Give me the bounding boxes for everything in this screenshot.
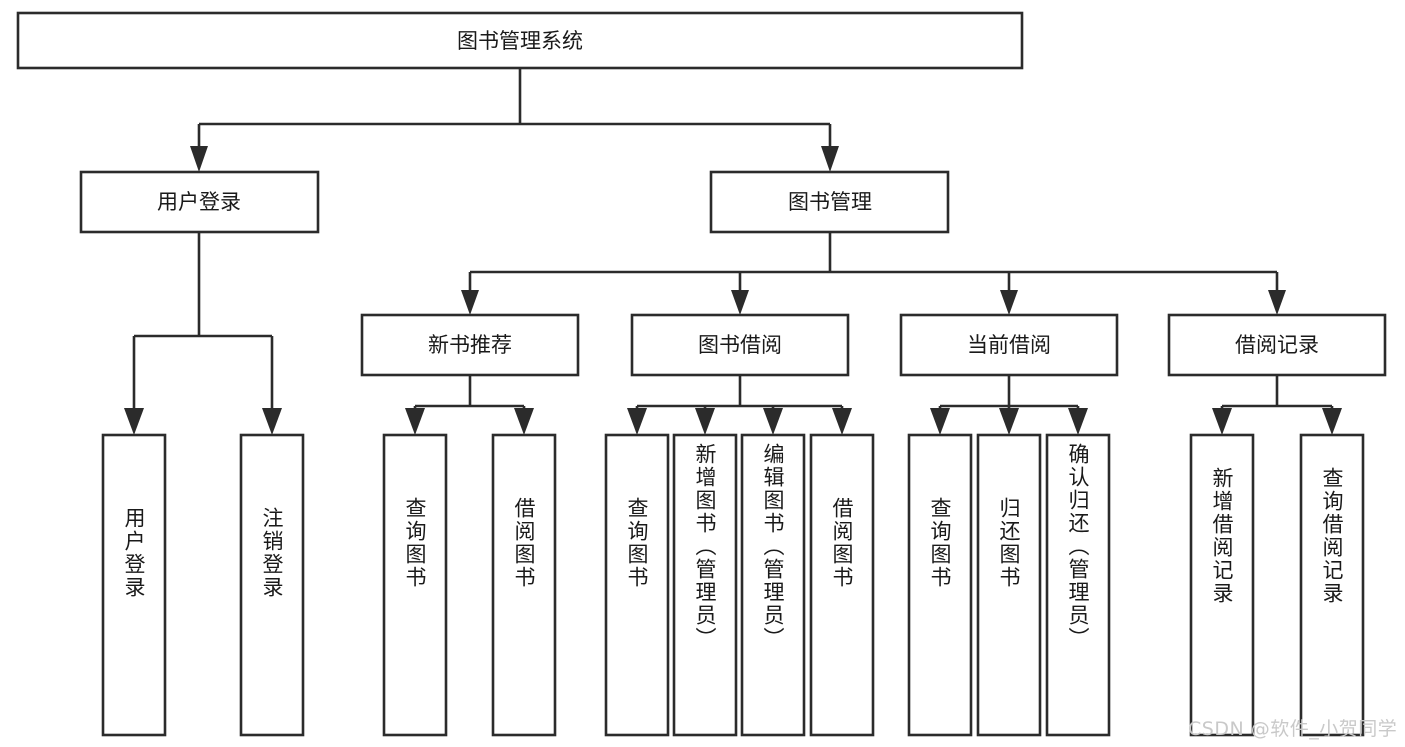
node-book-mgmt[interactable]: 图书管理 [709, 170, 950, 234]
leaf-box-current-borrow-0[interactable] [907, 433, 973, 737]
node-book-mgmt-box[interactable] [709, 170, 950, 234]
leaf-box-book-borrow-3[interactable] [809, 433, 875, 737]
node-user-login[interactable]: 用户登录 [79, 170, 320, 234]
node-borrow-record-label: 借阅记录 [1235, 333, 1319, 357]
arrow-to-current-borrow [1000, 290, 1018, 315]
node-root-label: 图书管理系统 [457, 29, 583, 53]
leaf-box-borrow-record-1[interactable] [1299, 433, 1365, 737]
leaf-box-current-borrow-1[interactable] [976, 433, 1042, 737]
arrow-current-borrow-leaf-1 [999, 408, 1019, 435]
node-root-box[interactable] [16, 11, 1024, 70]
node-book-borrow-label: 图书借阅 [698, 333, 782, 357]
node-book-borrow[interactable]: 图书借阅 [630, 313, 850, 377]
node-root[interactable]: 图书管理系统 [16, 11, 1024, 70]
leaf-box-borrow-record-0[interactable] [1189, 433, 1255, 737]
arrow-current-borrow-leaf-0 [930, 408, 950, 435]
leaf-box-book-borrow-1[interactable] [672, 433, 738, 737]
arrow-borrow-record-leaf-0 [1212, 408, 1232, 435]
arrow-book-borrow-leaf-1 [695, 408, 715, 435]
arrow-current-borrow-leaf-2 [1068, 408, 1088, 435]
leaf-box-new-book-0[interactable] [382, 433, 448, 737]
arrow-root-to-user-login [190, 146, 208, 172]
node-borrow-record-box[interactable] [1167, 313, 1387, 377]
node-book-borrow-box[interactable] [630, 313, 850, 377]
arrow-book-borrow-leaf-0 [627, 408, 647, 435]
arrow-new-book-leaf-1 [514, 408, 534, 435]
arrow-to-borrow-record [1268, 290, 1286, 315]
leaf-box-book-borrow-0[interactable] [604, 433, 670, 737]
node-current-borrow-box[interactable] [899, 313, 1119, 377]
node-new-book[interactable]: 新书推荐 [360, 313, 580, 377]
leaf-box-book-borrow-2[interactable] [740, 433, 806, 737]
csdn-watermark: CSDN @软件_小贺同学 [1188, 718, 1398, 740]
arrow-book-borrow-leaf-3 [832, 408, 852, 435]
node-borrow-record[interactable]: 借阅记录 [1167, 313, 1387, 377]
arrow-user-login-leaf-1 [262, 408, 282, 435]
arrow-root-to-book-mgmt [821, 146, 839, 172]
arrow-new-book-leaf-0 [405, 408, 425, 435]
leaf-box-user-login-0[interactable] [101, 433, 167, 737]
leaf-boxes [101, 433, 1365, 737]
arrow-borrow-record-leaf-1 [1322, 408, 1342, 435]
node-new-book-box[interactable] [360, 313, 580, 377]
leaf-box-current-borrow-2[interactable] [1045, 433, 1111, 737]
arrow-to-new-book [461, 290, 479, 315]
connectors [124, 68, 1342, 435]
arrow-user-login-leaf-0 [124, 408, 144, 435]
node-current-borrow[interactable]: 当前借阅 [899, 313, 1119, 377]
node-current-borrow-label: 当前借阅 [967, 333, 1051, 357]
node-book-mgmt-label: 图书管理 [788, 190, 872, 214]
node-user-login-box[interactable] [79, 170, 320, 234]
arrow-book-borrow-leaf-2 [763, 408, 783, 435]
node-new-book-label: 新书推荐 [428, 333, 512, 357]
leaf-box-new-book-1[interactable] [491, 433, 557, 737]
leaf-box-user-login-1[interactable] [239, 433, 305, 737]
arrow-to-book-borrow [731, 290, 749, 315]
node-user-login-label: 用户登录 [157, 190, 241, 214]
